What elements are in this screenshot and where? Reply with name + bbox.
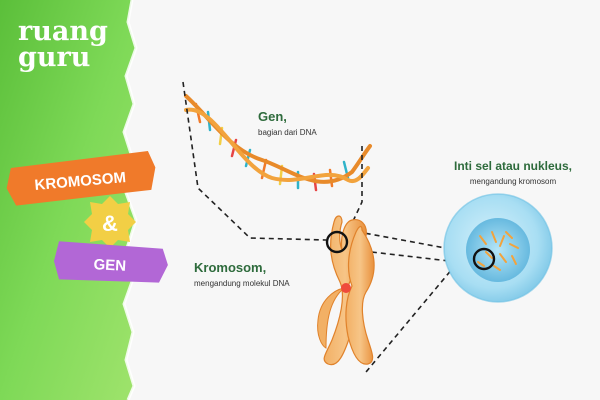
cell-nucleus-icon [443,193,553,303]
nucleus-label-title: Inti sel atau nukleus, [454,159,572,173]
nucleus-label-subtitle: mengandung kromosom [470,177,557,186]
gene-label-title: Gen, [258,109,287,124]
brand-line2: guru [18,42,90,73]
green-side-panel [0,0,136,400]
brand-line1: ruang [18,16,108,47]
chromosome-icon [317,215,375,366]
nucleus-zoom-ring [472,247,496,271]
topic-word2: GEN [93,256,126,275]
ampersand-badge: & [84,196,136,248]
chromosome-label-title: Kromosom, [194,260,266,275]
gen-tag: GEN [53,241,168,283]
chromosome-zoom-ring [325,230,349,254]
torn-paper-edge [122,0,138,400]
dna-helix-icon [184,94,372,192]
chromosome-label-subtitle: mengandung molekul DNA [194,279,290,288]
ruangguru-logo: ruang guru [18,16,108,73]
kromosom-tag: KROMOSOM [6,150,156,206]
topic-ampersand: & [102,211,118,236]
gene-label-subtitle: bagian dari DNA [258,128,317,137]
